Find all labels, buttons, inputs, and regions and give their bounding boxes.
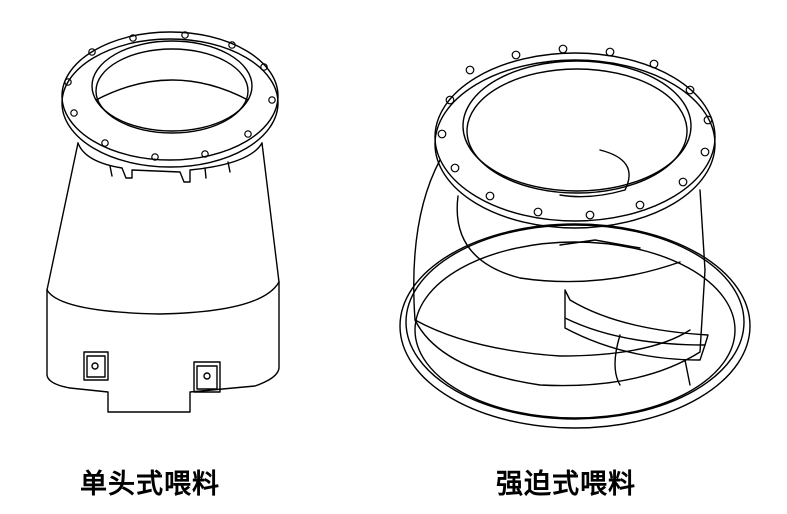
- single-head-feeder-drawing: [46, 31, 280, 413]
- lower-cylinder-seam: [46, 281, 280, 315]
- inner-barrel: [456, 195, 681, 283]
- flange-gussets: [77, 142, 263, 183]
- flange-inner: [462, 60, 692, 192]
- flange-bolt-holes: [437, 44, 713, 220]
- caption-forced-feeder: 强迫式喂料: [496, 469, 636, 500]
- mount-lug-right: [193, 361, 221, 393]
- screw-flight: [564, 289, 709, 346]
- caption-single-head-feeder: 单头式喂料: [80, 469, 220, 500]
- lower-cylinder: [46, 281, 280, 413]
- flange-bolt-holes: [64, 31, 276, 161]
- flange-outer: [434, 52, 716, 222]
- forced-feeder-drawing: [399, 44, 751, 429]
- cone-body: [46, 142, 280, 291]
- housing-body: [413, 159, 706, 387]
- flange-inner: [91, 40, 253, 132]
- mount-lug-left: [83, 351, 109, 381]
- base-plate-outer: [399, 223, 751, 429]
